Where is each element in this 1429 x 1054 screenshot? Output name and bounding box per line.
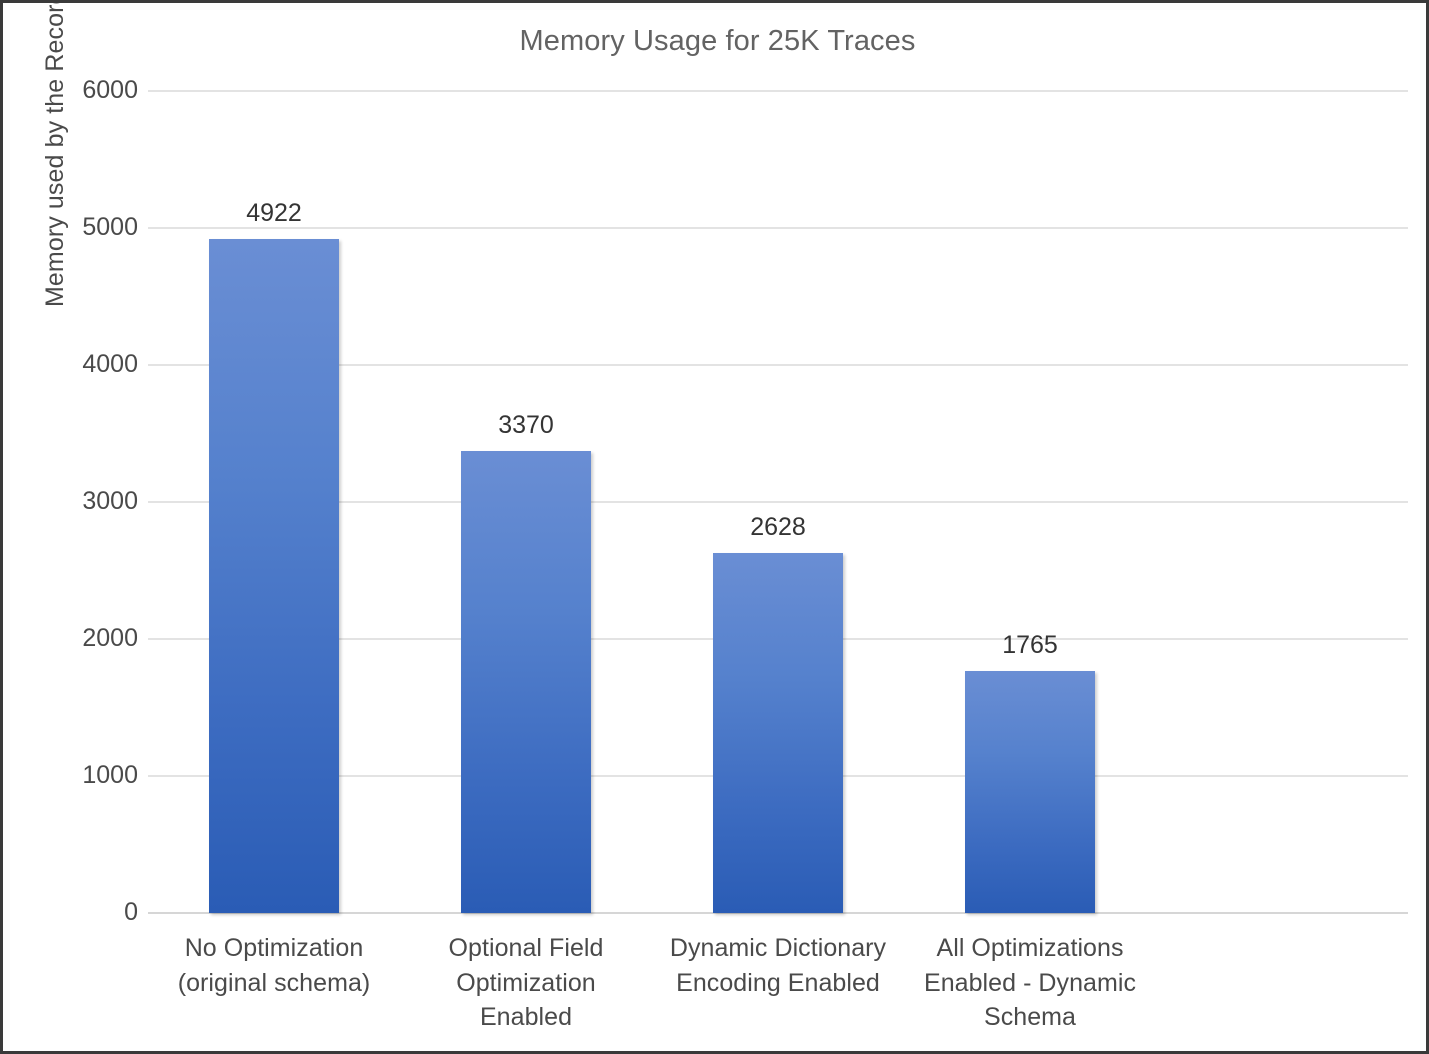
x-category-label-line: Schema <box>983 1003 1076 1031</box>
y-tick-label-5000: 5000 <box>82 213 138 241</box>
gridline-6000 <box>148 90 1408 92</box>
x-category-label-line: Enabled <box>479 1003 573 1031</box>
y-tick-label-1000: 1000 <box>82 761 138 789</box>
y-tick-label-3000: 3000 <box>82 487 138 515</box>
bar-slot: 3370 <box>400 91 652 913</box>
x-axis-category-labels: No Optimization (original schema) Optional… <box>148 931 1408 1051</box>
x-category-label: No Optimization (original schema) <box>148 931 400 1000</box>
x-category-label-line: (original schema) <box>177 968 371 997</box>
x-category-label-line: Encoding Enabled <box>676 968 880 997</box>
x-category-label-line: Optional Field <box>448 934 604 962</box>
bar-slot: 4922 <box>148 91 400 913</box>
x-category-label-line: All Optimizations <box>936 934 1124 962</box>
bar[interactable] <box>965 671 1095 913</box>
plot-area: 4922 3370 2628 1765 <box>148 90 1408 914</box>
bar-value-label: 1765 <box>1002 631 1058 660</box>
chart-title: Memory Usage for 25K Traces <box>519 25 916 57</box>
y-axis-title: Memory used by the RecordBuilder (KB) <box>41 0 69 307</box>
bar-value-label: 4922 <box>246 198 302 227</box>
gridline-4000 <box>148 364 1408 366</box>
bar-slot: 1765 <box>904 91 1156 913</box>
bar[interactable] <box>461 451 591 913</box>
gridline-3000 <box>148 501 1408 503</box>
gridline-5000 <box>148 227 1408 229</box>
bar-value-label: 3370 <box>498 411 554 440</box>
y-tick-label-2000: 2000 <box>82 624 138 652</box>
y-tick-label-4000: 4000 <box>82 350 138 378</box>
gridline-0 <box>148 912 1408 914</box>
bar[interactable] <box>209 238 339 913</box>
bar-slot: 2628 <box>652 91 904 913</box>
y-tick-label-0: 0 <box>124 898 138 926</box>
x-category-label-line: Optimization <box>456 968 596 997</box>
x-category-label-line: Dynamic Dictionary <box>669 934 887 962</box>
x-category-label-line: No Optimization <box>184 934 364 962</box>
bar[interactable] <box>713 552 843 913</box>
y-tick-label-6000: 6000 <box>82 76 138 104</box>
x-category-label-line: Enabled - Dynamic <box>923 968 1137 997</box>
bar-value-label: 2628 <box>750 512 806 541</box>
